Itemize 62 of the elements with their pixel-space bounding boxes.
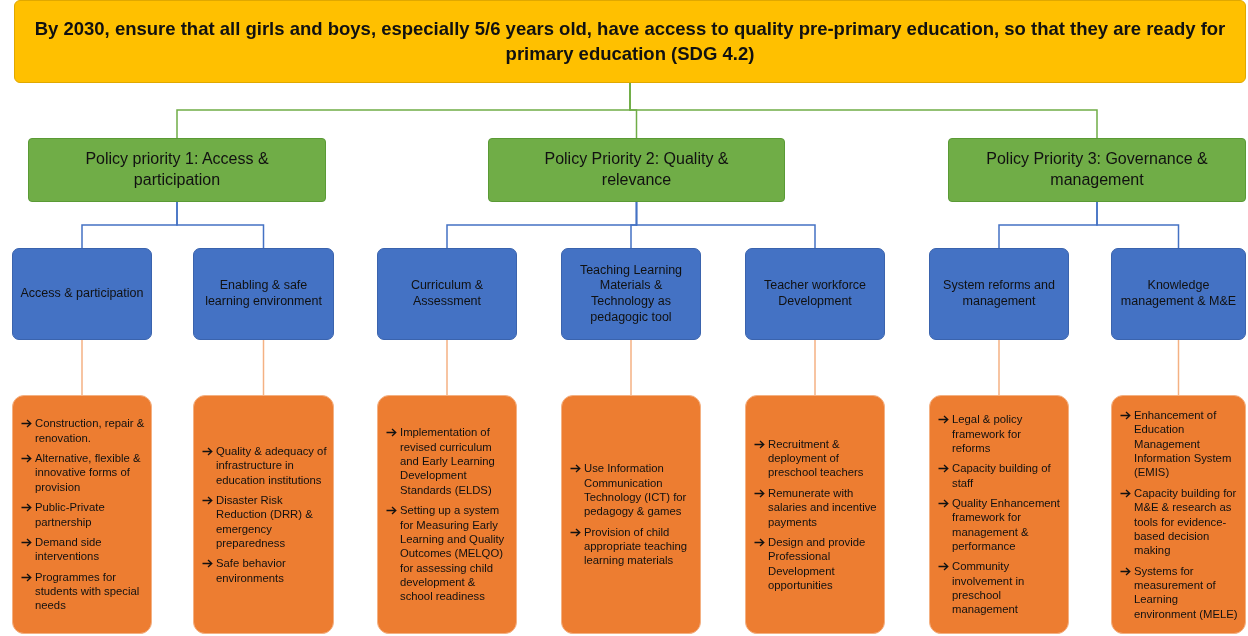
action-item-text: Public-Private partnership bbox=[35, 500, 106, 529]
action-item-text: Systems for measurement of Learning environment (MELE) bbox=[1134, 563, 1239, 621]
action-list-box bbox=[561, 395, 701, 634]
box-label: Teaching Learning Materials & Technology as pedagogic tool bbox=[578, 262, 684, 326]
action-list-box bbox=[377, 395, 517, 634]
connector-line bbox=[814, 339, 816, 396]
box-label: Enabling & safe learning environment bbox=[204, 278, 323, 310]
focus-area-box bbox=[929, 248, 1069, 340]
action-list-box bbox=[193, 395, 334, 634]
connector-line bbox=[1177, 339, 1180, 396]
focus-area-box bbox=[1111, 248, 1246, 340]
focus-area-box bbox=[745, 248, 885, 340]
action-item-text: Quality Enhancement framework for management & performance bbox=[952, 496, 1061, 554]
action-item-text: Construction, repair & renovation. bbox=[35, 416, 145, 446]
action-item-text: Capacity building for M&E & research as tools for evidence-based decision making bbox=[1134, 485, 1238, 558]
action-item-text: Programmes for students with special needs bbox=[35, 569, 141, 613]
focus-area-box bbox=[193, 248, 334, 340]
goal-banner bbox=[14, 0, 1246, 83]
action-item-text: Design and provide Professional Development opportunities bbox=[768, 534, 867, 593]
connector-line bbox=[630, 339, 632, 396]
focus-area-box bbox=[377, 248, 517, 340]
action-item-text: Enhancement of Education Management Information System (EMIS) bbox=[1134, 408, 1233, 480]
action-item-text: Community involvement in preschool management bbox=[952, 559, 1026, 617]
box-label: Policy priority 1: Access & participation bbox=[84, 149, 270, 190]
action-item-text: Remunerate with salaries and incentive payments bbox=[768, 485, 878, 529]
action-list-box bbox=[745, 395, 885, 634]
policy-priority-box bbox=[28, 138, 326, 202]
policy-priority-box bbox=[488, 138, 785, 202]
action-item-text: Quality & adequacy of infrastructure in education institutions bbox=[216, 443, 327, 487]
action-item-text: Legal & policy framework for reforms bbox=[952, 412, 1024, 456]
box-label: Access & participation bbox=[20, 286, 144, 302]
action-item-text: Implementation of revised curriculum and Early Learning Development Standards (ELDS) bbox=[400, 425, 496, 498]
action-item-text: Safe behavior environments bbox=[216, 556, 287, 586]
box-label: Curriculum & Assessment bbox=[409, 278, 485, 310]
action-item-text: Setting up a system for Measuring Early Learning and Quality Outcomes (MELQO) for assessing child development & school readiness bbox=[400, 503, 506, 604]
action-item-text: Disaster Risk Reduction (DRR) & emergency preparedness bbox=[216, 493, 314, 551]
box-label: System reforms and management bbox=[942, 278, 1056, 310]
action-item-text: Provision of child appropriate teaching learning materials bbox=[584, 524, 688, 568]
action-item-text: Recruitment & deployment of preschool teachers bbox=[768, 436, 865, 480]
connector-line bbox=[446, 339, 448, 396]
box-label: Policy Priority 2: Quality & relevance bbox=[543, 149, 730, 190]
connector-line bbox=[1096, 201, 1180, 249]
policy-priority-box bbox=[948, 138, 1246, 202]
connector-line bbox=[262, 339, 265, 396]
focus-area-box bbox=[561, 248, 701, 340]
connector-line bbox=[81, 339, 83, 396]
action-list-box bbox=[12, 395, 152, 634]
connector-line bbox=[629, 82, 1098, 139]
connector-line bbox=[176, 201, 265, 249]
box-label: Policy Priority 3: Governance & management bbox=[985, 149, 1209, 190]
action-item-text: Capacity building of staff bbox=[952, 461, 1052, 490]
connector-line bbox=[998, 339, 1000, 396]
box-label: Knowledge management & M&E bbox=[1119, 278, 1238, 310]
action-item-text: Demand side interventions bbox=[35, 534, 103, 564]
action-list-box bbox=[1111, 395, 1246, 634]
action-item-text: Use Information Communication Technology (ICT) for pedagogy & games bbox=[584, 461, 688, 519]
focus-area-box bbox=[12, 248, 152, 340]
action-list-box bbox=[929, 395, 1069, 634]
action-item-text: Alternative, flexible & innovative forms of provision bbox=[35, 451, 142, 495]
box-label: Teacher workforce Development bbox=[762, 278, 868, 310]
goal-text: By 2030, ensure that all girls and boys, especially 5/6 years old, have access to quality pre-primary education, so that they are ready for primary education (SDG 4.2) bbox=[33, 17, 1227, 66]
connector-line bbox=[635, 201, 816, 249]
